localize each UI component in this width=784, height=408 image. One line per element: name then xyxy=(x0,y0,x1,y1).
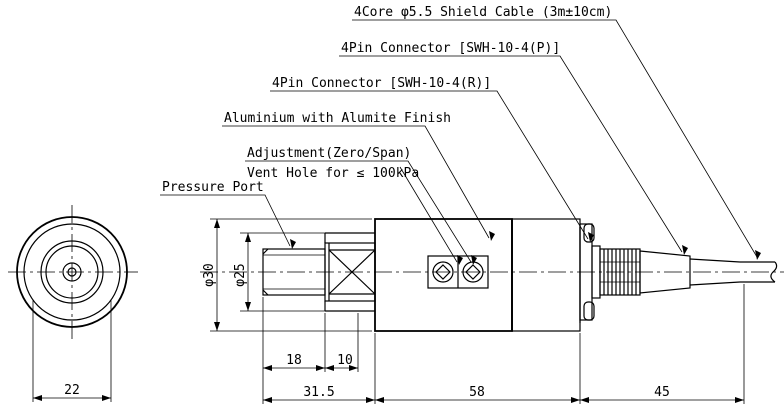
callout-cable: 4Core φ5.5 Shield Cable (3m±10cm) xyxy=(354,5,612,20)
callout-adjustment: Adjustment(Zero/Span) xyxy=(247,146,411,161)
connector-plug xyxy=(599,248,641,296)
callout-pressure-port: Pressure Port xyxy=(162,180,264,195)
cable xyxy=(639,250,778,294)
callout-material: Aluminium with Alumite Finish xyxy=(224,111,451,126)
arrowhead xyxy=(102,395,111,401)
diameter-dimensions: φ30 φ25 xyxy=(202,218,372,332)
dim-body-length: 58 xyxy=(469,385,485,400)
length-dimensions: 18 10 31.5 58 45 xyxy=(262,284,745,404)
end-view: 22 xyxy=(8,205,138,402)
side-view xyxy=(200,218,784,332)
callout-labels: 4Core φ5.5 Shield Cable (3m±10cm) 4Pin C… xyxy=(162,5,612,195)
dim-fitting-length: 31.5 xyxy=(303,385,334,400)
arrowhead xyxy=(33,395,42,401)
hex-section xyxy=(324,232,376,312)
callout-connector-p: 4Pin Connector [SWH-10-4(P)] xyxy=(341,41,560,56)
callout-vent-hole: Vent Hole for ≤ 100kPa xyxy=(247,166,419,181)
dim-dia-outer: φ30 xyxy=(202,263,217,286)
dim-thread-length: 18 xyxy=(286,353,302,368)
dim-dia-inner: φ25 xyxy=(233,263,248,286)
callout-connector-r: 4Pin Connector [SWH-10-4(R)] xyxy=(272,76,491,91)
callout-leaders xyxy=(160,19,761,265)
dim-end-view-width: 22 xyxy=(64,383,80,398)
dim-hex-length: 10 xyxy=(337,353,353,368)
dim-cable-length: 45 xyxy=(654,385,670,400)
